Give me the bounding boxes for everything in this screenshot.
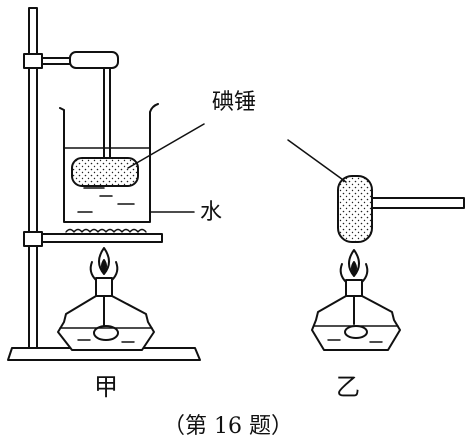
leader-line-iodine-a: [127, 123, 205, 169]
beaker: [59, 103, 159, 223]
iodine-hammer-a: [71, 95, 139, 187]
label-setup-b: 乙: [336, 373, 360, 401]
label-iodine-hammer: 碘锤: [212, 90, 257, 115]
alcohol-lamp-a: [57, 247, 155, 351]
gauze-ring: [23, 228, 163, 247]
stand-rod: [28, 7, 38, 349]
iodine-hammer-b: [337, 175, 465, 243]
leader-line-iodine-b: [287, 139, 347, 183]
label-setup-a: 甲: [94, 373, 118, 401]
label-water: 水: [200, 200, 223, 225]
stand-base: [7, 347, 201, 361]
alcohol-lamp-b: [311, 249, 401, 351]
upper-clamp: [23, 51, 119, 97]
figure-caption: （第 16 题）: [163, 414, 293, 439]
